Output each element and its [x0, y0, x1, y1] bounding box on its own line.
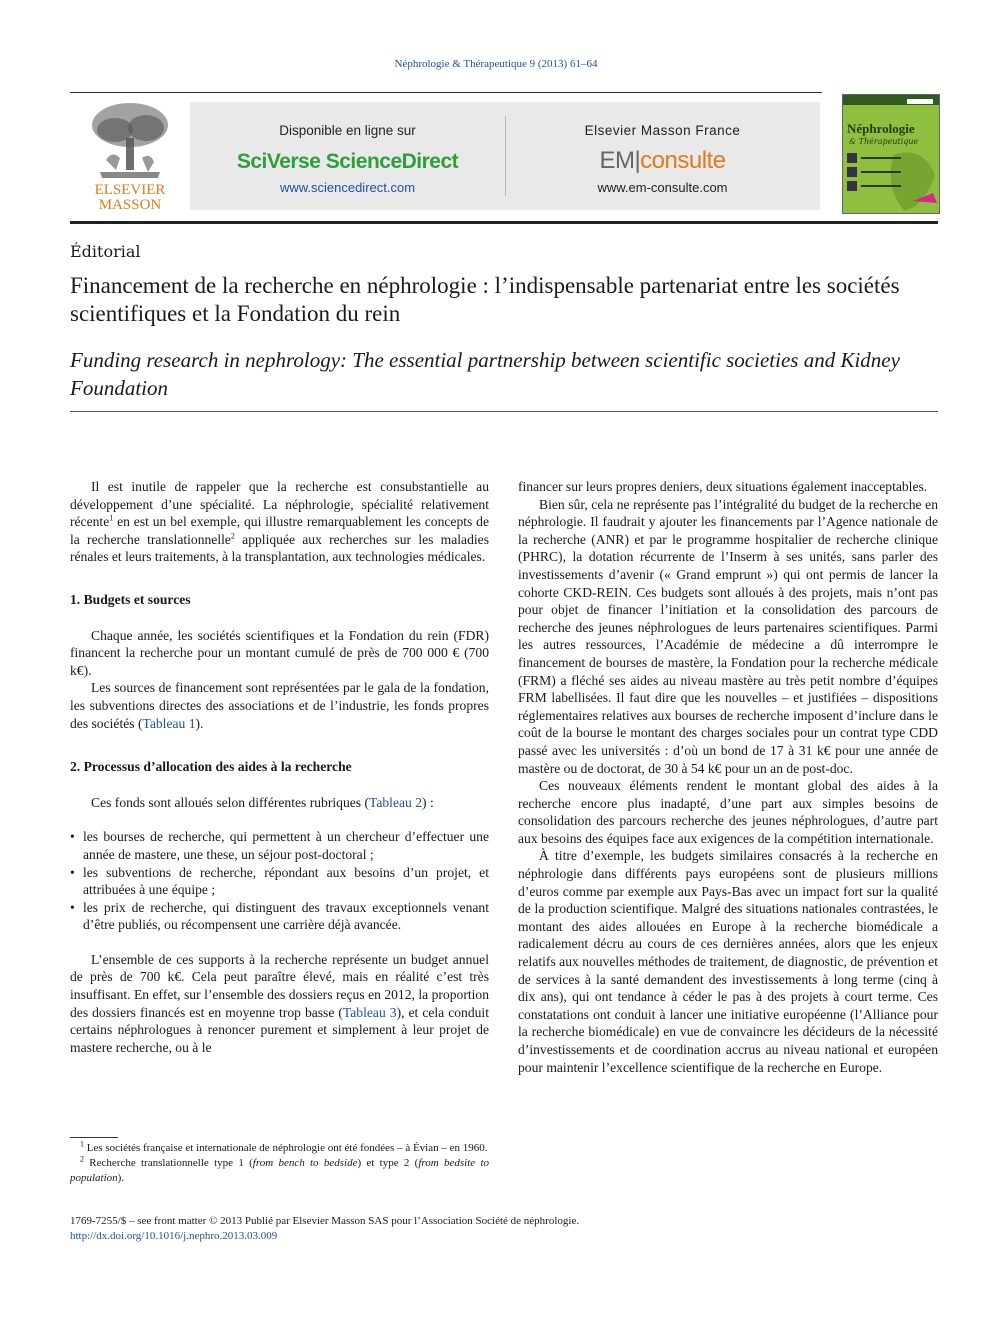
cover-title: Néphrologie — [847, 121, 915, 136]
logo-line2: MASSON — [99, 197, 162, 212]
aid-types-list: les bourses de recherche, qui permettent… — [70, 828, 489, 934]
footnotes: 1 Les sociétés française et internationa… — [70, 1139, 489, 1186]
tableau-2-link[interactable]: Tableau 2 — [369, 794, 423, 810]
footnote-2-italic-1: from bench to bedside — [252, 1157, 358, 1169]
section-1-paragraph-1: Chaque année, les sociétés scientifiques… — [70, 627, 489, 678]
doi-link[interactable]: http://dx.doi.org/10.1016/j.nephro.2013.… — [70, 1230, 278, 1242]
footnote-2-italic-2: from bedsite to population — [70, 1157, 489, 1184]
section-1-paragraph-2: Les sources de financement sont représen… — [70, 679, 489, 732]
emconsulte-logo: EM|consulte — [505, 147, 820, 175]
continued-paragraph: financer sur leurs propres deniers, deux… — [518, 479, 928, 494]
emconsulte-panel: Elsevier Masson France EM|consulte www.e… — [505, 102, 820, 210]
section-2-paragraph-1: Ces fonds sont alloués selon différentes… — [70, 794, 489, 812]
footnote-2: 2 Recherche translationnelle type 1 (fro… — [70, 1154, 489, 1186]
tableau-1-link[interactable]: Tableau 1 — [142, 715, 196, 731]
intro-text-a: Il est inutile de rappeler que la recher… — [70, 479, 489, 530]
intro-text-c: appliquée aux recherches sur les maladie… — [70, 531, 489, 565]
elsevier-masson-logo: ELSEVIER MASSON — [80, 100, 180, 213]
footnote-2-text-b: ) et type 2 ( — [357, 1157, 419, 1169]
section-2-heading: 2. Processus d’allocation des aides à la… — [70, 759, 352, 775]
available-online-label: Disponible en ligne sur — [279, 123, 416, 138]
footnote-2-text-c: ). — [117, 1172, 125, 1184]
right-paragraph-1: Bien sûr, cela ne représente pas l’intég… — [518, 496, 938, 776]
cover-artwork-icon — [843, 95, 939, 211]
emconsulte-logo-bar: | — [634, 147, 641, 174]
footnote-2-number: 2 — [80, 1154, 84, 1164]
issn-copyright: 1769-7255/$ – see front matter © 2013 Pu… — [70, 1215, 580, 1227]
section-2-paragraph-2-end: ), et cela conduit certains néphrologues… — [70, 1004, 489, 1055]
footnote-rule — [70, 1137, 118, 1138]
section-2-paragraph-1-text: Ces fonds sont alloués selon différentes… — [91, 794, 369, 810]
body-column-left: Il est inutile de rappeler que la recher… — [70, 478, 489, 1056]
footnote-2-text-a: Recherche translationnelle type 1 ( — [84, 1157, 253, 1169]
footnote-1: 1 Les sociétés française et internationa… — [70, 1139, 489, 1156]
footnote-1-number: 1 — [80, 1139, 84, 1149]
section-1-paragraph-2-end: ). — [195, 715, 204, 731]
section-2-paragraph-2: L’ensemble de ces supports à la recherch… — [70, 951, 489, 1057]
section-1-heading: 1. Budgets et sources — [70, 591, 191, 607]
section-1-paragraph-2-text: Les sources de financement sont représen… — [70, 680, 489, 731]
sciencedirect-panel: Disponible en ligne sur SciVerse Science… — [190, 102, 505, 210]
footnote-ref-1[interactable]: 1 — [109, 513, 114, 523]
tableau-3-link[interactable]: Tableau 3 — [342, 1004, 397, 1020]
intro-text-b: en est un bel exemple, qui illustre rema… — [70, 514, 489, 547]
intro-paragraph: Il est inutile de rappeler que la recher… — [70, 478, 489, 566]
header-rule — [70, 92, 822, 93]
sciverse-logo: SciVerse ScienceDirect — [236, 150, 459, 173]
page-footer: 1769-7255/$ – see front matter © 2013 Pu… — [70, 1214, 938, 1244]
publisher-label: Elsevier Masson France — [584, 123, 741, 138]
right-paragraph-3: À titre d’exemple, les budgets similaire… — [518, 848, 938, 1075]
body-column-right: financer sur leurs propres deniers, deux… — [518, 478, 938, 1076]
journal-cover-image[interactable]: Néphrologie & Thérapeutique — [842, 94, 940, 214]
availability-banner: Disponible en ligne sur SciVerse Science… — [190, 102, 820, 210]
header-thick-rule — [70, 221, 938, 224]
logo-line1: ELSEVIER — [95, 182, 166, 198]
list-item: les subventions de recherche, répondant … — [70, 864, 489, 899]
list-item: les bourses de recherche, qui permettent… — [70, 828, 489, 863]
emconsulte-link[interactable]: www.em-consulte.com — [597, 180, 728, 195]
section-2-paragraph-2-text: L’ensemble de ces supports à la recherch… — [70, 951, 489, 1020]
emconsulte-logo-em: EM — [599, 147, 635, 174]
elsevier-tree-icon: ELSEVIER MASSON — [80, 100, 180, 213]
article-title-en: Funding research in nephrology: The esse… — [70, 348, 900, 400]
emconsulte-logo-consulte: consulte — [640, 147, 726, 174]
sciencedirect-link[interactable]: www.sciencedirect.com — [279, 180, 416, 195]
article-title-fr: Financement de la recherche en néphrolog… — [70, 273, 900, 326]
banner-divider — [505, 116, 506, 196]
list-item: les prix de recherche, qui distinguent d… — [70, 899, 489, 934]
footnote-1-text: Les sociétés française et internationale… — [84, 1142, 488, 1154]
footnote-ref-2[interactable]: 2 — [230, 531, 235, 541]
section-2-paragraph-1-end: ) : — [422, 794, 434, 810]
cover-subtitle: & Thérapeutique — [849, 137, 919, 146]
right-paragraph-2: Ces nouveaux éléments rendent le montant… — [518, 778, 938, 846]
article-type: Éditorial — [70, 242, 141, 261]
title-separator — [70, 411, 938, 412]
journal-reference[interactable]: Néphrologie & Thérapeutique 9 (2013) 61–… — [394, 58, 598, 70]
